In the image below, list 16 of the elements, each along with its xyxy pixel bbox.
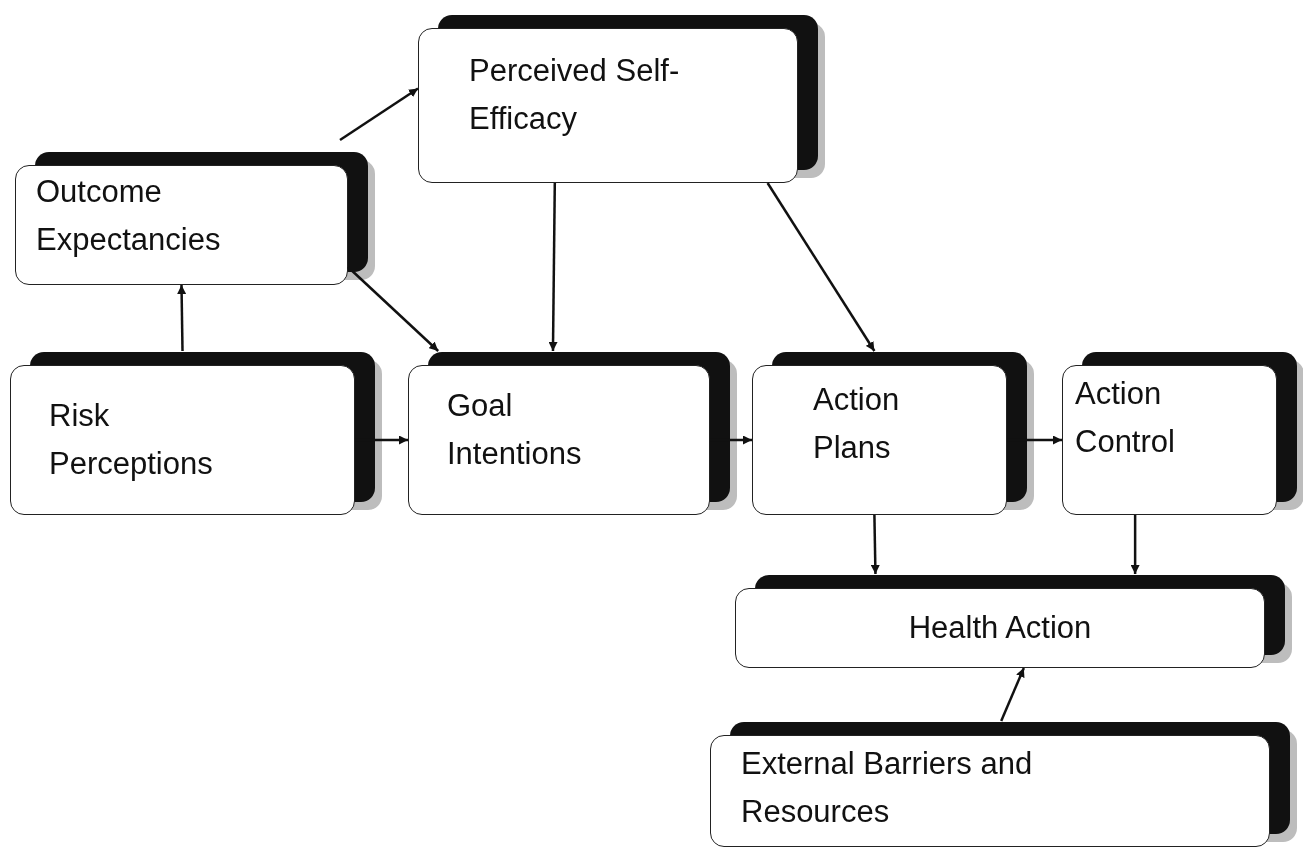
box-label: Outcome Expectancies xyxy=(36,173,222,260)
arrow xyxy=(870,514,880,575)
arrow xyxy=(766,182,876,352)
arrow xyxy=(339,87,419,142)
arrow xyxy=(177,285,187,351)
arrow xyxy=(548,183,558,351)
box-label: External Barriers and Resources xyxy=(741,745,1034,832)
box-label: Action Plans xyxy=(813,381,901,468)
arrow xyxy=(1000,667,1025,722)
box-label: Goal Intentions xyxy=(447,387,583,474)
box-label: Risk Perceptions xyxy=(49,397,214,484)
arrow xyxy=(1130,515,1140,574)
box-label: Health Action xyxy=(908,608,1092,647)
arrow xyxy=(347,266,440,352)
box-label: Action Control xyxy=(1075,375,1176,462)
box-label: Perceived Self-Efficacy xyxy=(469,52,681,139)
